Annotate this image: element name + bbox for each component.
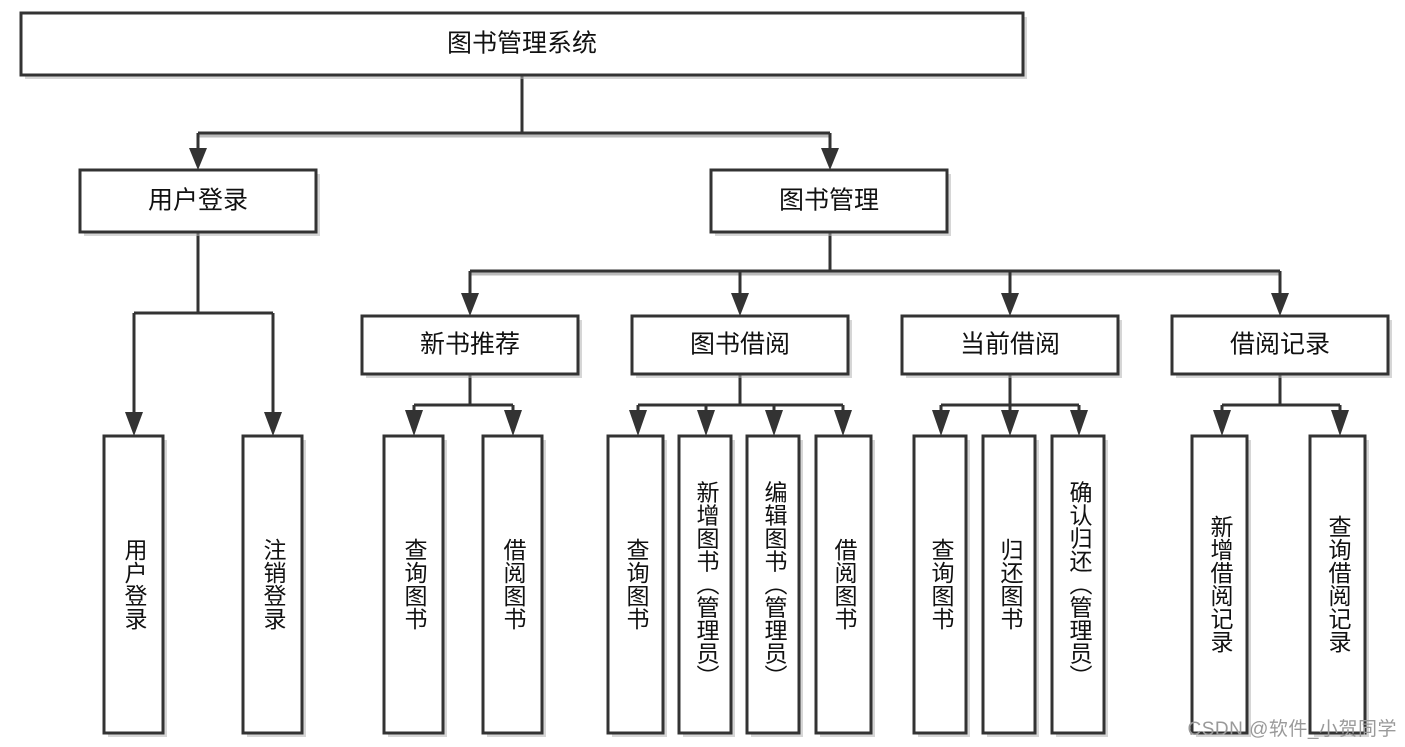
node-book-manage[interactable]: 图书管理 [709, 168, 951, 236]
arrow-head-leaf-add-book [697, 410, 715, 436]
arrow-head-leaf-user-logout [264, 412, 282, 436]
arrow-head-leaf-borrow-book-2 [834, 410, 852, 436]
connector-group-root [189, 76, 839, 170]
node-leaf-user-logout-label: 注销登录 [260, 538, 287, 630]
arrow-head-new-book-recommend [461, 293, 479, 316]
node-leaf-query-book-2-box[interactable] [606, 434, 665, 735]
arrow-head-leaf-edit-book [765, 410, 783, 436]
node-leaf-user-login-box[interactable] [102, 434, 165, 735]
node-book-manage-box[interactable] [709, 168, 949, 234]
node-leaf-borrow-book-2[interactable]: 借阅图书 [814, 434, 875, 737]
connector-group-new-book-recommend [405, 375, 522, 436]
node-leaf-borrow-book-2-box[interactable] [814, 434, 873, 735]
node-leaf-borrow-book-1[interactable]: 借阅图书 [481, 434, 546, 737]
node-leaf-add-book-label: 新增图书（管理员） [693, 481, 720, 688]
node-leaf-confirm-return-label: 确认归还（管理员） [1066, 481, 1093, 688]
arrow-head-leaf-query-book-3 [932, 410, 950, 436]
arrow-head-leaf-query-record [1331, 410, 1349, 436]
node-new-book-recommend-box[interactable] [360, 314, 580, 376]
node-borrow-record-box[interactable] [1170, 314, 1390, 376]
node-leaf-borrow-book-2-label: 借阅图书 [831, 538, 858, 630]
connector-group-user-login [125, 233, 282, 436]
arrow-head-leaf-return-book [1001, 410, 1019, 436]
node-book-borrow-box[interactable] [630, 314, 850, 376]
node-leaf-user-login-label: 用户登录 [121, 538, 148, 630]
node-leaf-query-book-1-label: 查询图书 [401, 538, 428, 630]
connector-group-book-borrow [629, 375, 852, 436]
node-leaf-return-book[interactable]: 归还图书 [981, 434, 1039, 737]
node-new-book-recommend[interactable]: 新书推荐 [360, 314, 582, 378]
node-root-box[interactable] [19, 11, 1025, 77]
node-new-book-recommend-label: 新书推荐 [420, 331, 520, 359]
arrow-head-leaf-confirm-return [1070, 410, 1088, 436]
node-leaf-query-book-3-label: 查询图书 [928, 538, 955, 630]
node-user-login-label: 用户登录 [148, 187, 248, 215]
arrow-head-leaf-borrow-book-1 [504, 410, 522, 436]
node-leaf-return-book-label: 归还图书 [997, 538, 1024, 630]
node-leaf-add-record-label: 新增借阅记录 [1207, 515, 1234, 653]
node-leaf-query-book-2-label: 查询图书 [623, 538, 650, 630]
node-leaf-edit-book[interactable]: 编辑图书（管理员） [745, 434, 803, 737]
node-leaf-add-book-box[interactable] [677, 434, 733, 735]
arrow-head-leaf-user-login [125, 412, 143, 436]
node-leaf-user-logout[interactable]: 注销登录 [241, 434, 306, 737]
node-book-borrow[interactable]: 图书借阅 [630, 314, 852, 378]
node-borrow-record-label: 借阅记录 [1230, 331, 1330, 359]
node-leaf-confirm-return-box[interactable] [1050, 434, 1106, 735]
node-leaf-edit-book-label: 编辑图书（管理员） [761, 481, 788, 688]
node-leaf-borrow-book-1-box[interactable] [481, 434, 544, 735]
node-leaf-add-book[interactable]: 新增图书（管理员） [677, 434, 735, 737]
node-current-borrow-label: 当前借阅 [960, 331, 1060, 359]
node-borrow-record[interactable]: 借阅记录 [1170, 314, 1392, 378]
arrow-head-borrow-record [1271, 293, 1289, 316]
node-leaf-query-record[interactable]: 查询借阅记录 [1308, 434, 1369, 737]
node-leaf-add-record[interactable]: 新增借阅记录 [1190, 434, 1251, 737]
node-root-label: 图书管理系统 [447, 30, 597, 58]
node-leaf-query-book-1-box[interactable] [382, 434, 445, 735]
node-leaf-query-book-3-box[interactable] [912, 434, 968, 735]
arrow-head-leaf-query-book-2 [629, 410, 647, 436]
arrow-head-leaf-query-book-1 [405, 410, 423, 436]
arrow-head-leaf-add-record [1213, 410, 1231, 436]
node-book-borrow-label: 图书借阅 [690, 331, 790, 359]
node-leaf-query-book-1[interactable]: 查询图书 [382, 434, 447, 737]
node-current-borrow[interactable]: 当前借阅 [900, 314, 1122, 378]
node-leaf-confirm-return[interactable]: 确认归还（管理员） [1050, 434, 1108, 737]
arrow-head-book-borrow [731, 293, 749, 316]
node-leaf-query-record-label: 查询借阅记录 [1325, 515, 1352, 653]
node-leaf-query-record-box[interactable] [1308, 434, 1367, 735]
connector-group-current-borrow [932, 375, 1088, 436]
node-root[interactable]: 图书管理系统 [19, 11, 1027, 79]
node-leaf-edit-book-box[interactable] [745, 434, 801, 735]
node-current-borrow-box[interactable] [900, 314, 1120, 376]
node-user-login-box[interactable] [78, 168, 318, 234]
arrow-head-book-manage [821, 148, 839, 170]
node-leaf-return-book-box[interactable] [981, 434, 1037, 735]
connector-group-book-manage [461, 233, 1289, 316]
arrow-head-user-login [189, 148, 207, 170]
node-leaf-user-login[interactable]: 用户登录 [102, 434, 167, 737]
node-leaf-query-book-2[interactable]: 查询图书 [606, 434, 667, 737]
connector-group-borrow-record [1213, 375, 1349, 436]
arrow-head-current-borrow [1001, 293, 1019, 316]
node-leaf-borrow-book-1-label: 借阅图书 [500, 538, 527, 630]
node-user-login[interactable]: 用户登录 [78, 168, 320, 236]
node-leaf-user-logout-box[interactable] [241, 434, 304, 735]
node-leaf-query-book-3[interactable]: 查询图书 [912, 434, 970, 737]
node-book-manage-label: 图书管理 [779, 187, 879, 215]
node-leaf-add-record-box[interactable] [1190, 434, 1249, 735]
